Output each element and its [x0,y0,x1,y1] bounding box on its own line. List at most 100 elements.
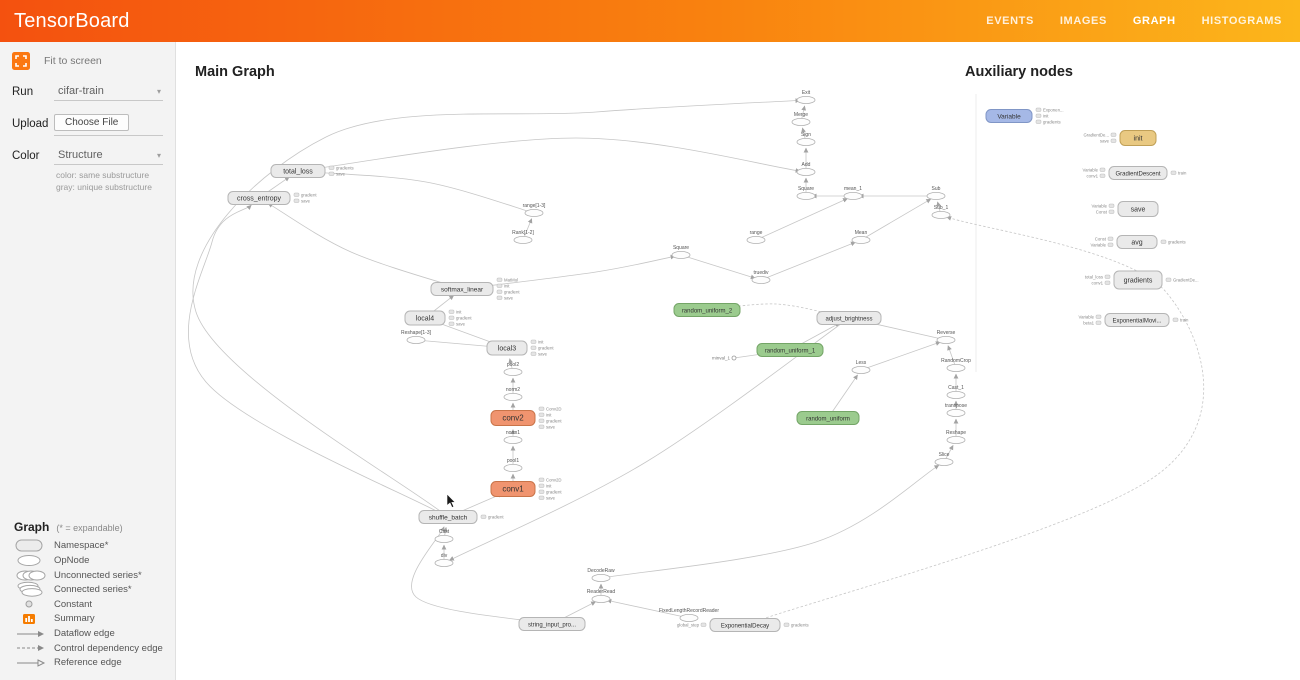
svg-text:conv2: conv2 [502,413,524,422]
graph-node-mean_b[interactable]: Mean [851,230,871,244]
legend-title-text: Graph [14,519,50,534]
upload-label: Upload [12,118,49,130]
graph-node-range_b[interactable]: range [746,230,766,244]
graph-node-div_b[interactable]: div [434,553,454,568]
graph-node-pool1[interactable]: pool1 [503,458,523,472]
svg-text:total_loss: total_loss [283,168,313,175]
nav-histograms[interactable]: HISTOGRAMS [1201,15,1282,27]
main-graph-title: Main Graph [195,64,275,80]
svg-text:init: init [456,309,462,314]
upload-row: Upload Choose File [0,112,175,136]
graph-node-minval1[interactable]: minval_1 [712,356,737,361]
svg-text:Slice: Slice [939,452,950,458]
graph-node-sub1[interactable]: Sub_1 [931,205,951,219]
graph-node-range13[interactable]: range[1-3] [523,203,546,217]
svg-text:conv1: conv1 [502,484,524,493]
graph-node-less[interactable]: Less [851,360,871,374]
svg-text:Const: Const [1096,209,1108,214]
svg-text:Add: Add [802,162,811,168]
graph-node-ru2[interactable]: random_uniform_2 [673,303,741,317]
svg-text:save: save [456,321,466,326]
svg-text:train: train [1180,317,1189,322]
graph-node-transpose[interactable]: transpose [945,403,967,417]
graph-node-readerread[interactable]: ReaderRead [587,589,616,604]
graph-node-norm2[interactable]: norm2 [503,387,523,401]
graph-node-truediv[interactable]: truediv [751,270,771,284]
graph-node-slice_r[interactable]: Slice [934,452,954,466]
graph-node-reverse[interactable]: Reverse [936,330,956,344]
graph-node-norm1[interactable]: norm1 [503,430,523,444]
graph-node-sip[interactable]: string_input_pro... [518,617,586,631]
svg-text:GradientDe...: GradientDe... [1083,132,1109,137]
graph-node-reshape_r[interactable]: Reshape [946,430,966,444]
fit-to-screen-icon[interactable] [12,52,30,70]
svg-text:random_uniform: random_uniform [806,416,850,422]
graph-node-adjust[interactable]: adjust_brightness [816,311,882,325]
upload-control: Choose File [54,112,163,136]
svg-text:init: init [1043,113,1049,118]
svg-text:transpose: transpose [945,403,967,409]
graph-node-merge_top[interactable]: Merge [791,112,811,127]
legend-expandable-note: (* = expandable) [56,522,123,533]
graph-node-reshape13[interactable]: Reshape[1-3] [401,330,432,344]
graph-node-ru1[interactable]: random_uniform_1 [756,343,824,357]
svg-text:Rank[1-2]: Rank[1-2] [512,230,534,236]
graph-node-square_b[interactable]: Square [671,245,691,259]
svg-text:gradient: gradient [456,315,472,320]
graph-node-mean1[interactable]: mean_1 [843,186,863,200]
color-select[interactable]: Structure ▾ [54,147,163,165]
svg-text:Conv2D: Conv2D [546,477,562,482]
graph-node-add_top[interactable]: Add [796,162,816,177]
svg-text:gradients: gradients [336,165,354,170]
svg-text:Sub_1: Sub_1 [934,205,949,211]
svg-text:save: save [504,295,514,300]
graph-node-pool2[interactable]: pool2 [503,362,523,376]
graph-node-decoderaw[interactable]: DecodeRaw [587,568,615,583]
mouse-cursor [446,493,456,508]
graph-node-sub_top[interactable]: Sub [926,186,946,200]
graph-node-rank12[interactable]: Rank[1-2] [512,230,534,244]
graph-node-sign_top[interactable]: Sign [796,132,816,147]
legend-item-edge-reference: Reference edge [14,655,167,670]
svg-text:norm2: norm2 [506,387,520,393]
svg-text:RandomCrop: RandomCrop [941,358,971,364]
graph-edge [267,202,463,290]
graph-node-cast_b[interactable]: Cast [434,529,454,543]
graph-node-square_top[interactable]: Square [796,186,816,200]
choose-file-button[interactable]: Choose File [54,114,130,131]
run-select[interactable]: cifar-train ▾ [54,83,163,101]
svg-text:Reverse: Reverse [937,330,956,336]
graph-edge [411,526,553,625]
graph-node-cast1[interactable]: Cast_1 [946,385,966,399]
nav-events[interactable]: EVENTS [986,15,1034,27]
svg-text:save: save [1131,206,1146,213]
graph-node-randomcrop[interactable]: RandomCrop [941,358,971,372]
nav-graph[interactable]: GRAPH [1132,15,1176,27]
graph-node-exit_top[interactable]: Exit [796,90,816,105]
svg-text:Sub: Sub [932,186,941,192]
graph-node-ru0[interactable]: random_uniform [796,411,860,425]
color-select-value: Structure [58,149,103,161]
nav-images[interactable]: IMAGES [1059,15,1107,27]
graph-node-flrr[interactable]: FixedLengthRecordReader [659,608,719,623]
svg-text:Variable: Variable [1092,203,1108,208]
